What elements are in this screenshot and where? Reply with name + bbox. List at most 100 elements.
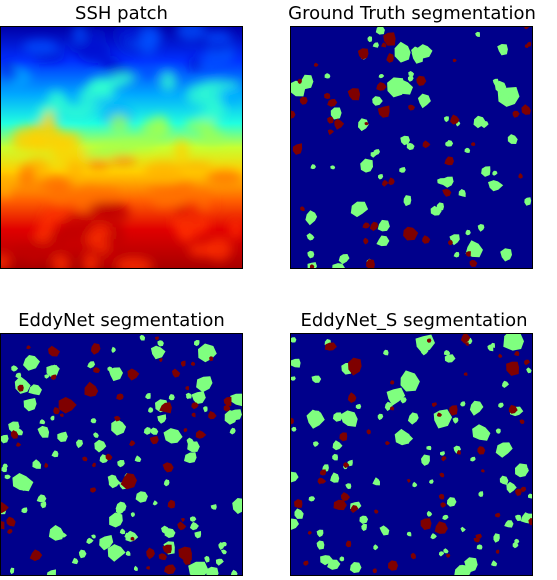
- anticyclonic-eddy: [398, 433, 411, 444]
- cyclonic-eddy: [410, 552, 416, 560]
- cyclonic-eddy: [183, 428, 188, 433]
- anticyclonic-eddy: [194, 531, 202, 539]
- cyclonic-eddy: [348, 357, 362, 376]
- cyclonic-eddy: [465, 342, 469, 346]
- anticyclonic-eddy: [111, 346, 116, 353]
- cyclonic-eddy: [388, 177, 395, 186]
- ground-truth-segmentation-image: [291, 27, 532, 268]
- anticyclonic-eddy: [150, 427, 159, 435]
- anticyclonic-eddy: [493, 533, 500, 543]
- anticyclonic-eddy: [157, 414, 167, 424]
- cyclonic-eddy: [164, 564, 176, 575]
- cyclonic-eddy: [512, 110, 520, 118]
- cyclonic-eddy: [50, 374, 57, 381]
- anticyclonic-eddy: [135, 491, 148, 503]
- anticyclonic-eddy: [188, 561, 209, 575]
- cyclonic-eddy: [441, 456, 447, 462]
- cyclonic-eddy: [319, 469, 327, 476]
- anticyclonic-eddy: [349, 562, 362, 573]
- anticyclonic-eddy: [394, 41, 411, 63]
- cyclonic-eddy: [10, 430, 19, 439]
- anticyclonic-eddy: [332, 412, 343, 422]
- anticyclonic-eddy: [188, 452, 194, 459]
- cyclonic-eddy: [357, 48, 369, 60]
- anticyclonic-eddy: [350, 201, 369, 218]
- cyclonic-eddy: [84, 381, 99, 397]
- anticyclonic-eddy: [367, 36, 373, 43]
- anticyclonic-eddy: [191, 391, 206, 404]
- cyclonic-eddy: [445, 553, 451, 558]
- anticyclonic-eddy: [499, 475, 509, 485]
- anticyclonic-eddy: [481, 166, 491, 177]
- anticyclonic-eddy: [125, 530, 139, 542]
- cyclonic-eddy: [374, 509, 379, 514]
- cyclonic-eddy: [114, 415, 121, 422]
- anticyclonic-eddy: [524, 197, 532, 206]
- cyclonic-eddy: [471, 142, 476, 146]
- anticyclonic-eddy: [495, 428, 501, 434]
- anticyclonic-eddy: [134, 565, 138, 571]
- cyclonic-eddy: [171, 368, 181, 378]
- cyclonic-eddy: [390, 380, 395, 385]
- cyclonic-eddy: [327, 98, 338, 107]
- cyclonic-eddy: [185, 386, 189, 391]
- cyclonic-eddy: [303, 560, 309, 566]
- anticyclonic-eddy: [125, 550, 131, 556]
- anticyclonic-eddy: [442, 176, 454, 188]
- cyclonic-eddy: [524, 359, 530, 366]
- anticyclonic-eddy: [224, 410, 237, 425]
- anticyclonic-eddy: [375, 27, 385, 35]
- anticyclonic-eddy: [330, 165, 336, 170]
- cyclonic-eddy: [460, 334, 471, 344]
- cyclonic-eddy: [416, 75, 427, 86]
- cyclonic-eddy: [524, 27, 530, 30]
- anticyclonic-eddy: [28, 384, 42, 396]
- anticyclonic-eddy: [187, 441, 200, 452]
- anticyclonic-eddy: [377, 219, 390, 232]
- cyclonic-eddy: [313, 62, 319, 67]
- cyclonic-eddy: [434, 521, 448, 534]
- eddynet-s-segmentation-image: [291, 334, 532, 575]
- anticyclonic-eddy: [372, 42, 379, 48]
- anticyclonic-eddy: [332, 453, 338, 461]
- anticyclonic-eddy: [473, 115, 486, 129]
- cyclonic-eddy: [383, 32, 396, 46]
- anticyclonic-eddy: [215, 558, 224, 566]
- anticyclonic-eddy: [355, 403, 362, 409]
- anticyclonic-eddy: [372, 96, 383, 106]
- anticyclonic-eddy: [492, 170, 498, 176]
- cyclonic-eddy: [191, 402, 199, 410]
- anticyclonic-eddy: [379, 525, 390, 536]
- anticyclonic-eddy: [310, 164, 316, 170]
- anticyclonic-eddy: [383, 349, 389, 356]
- anticyclonic-eddy: [399, 167, 406, 173]
- anticyclonic-eddy: [507, 134, 518, 144]
- anticyclonic-eddy: [163, 479, 170, 487]
- anticyclonic-eddy: [291, 358, 301, 368]
- cyclonic-eddy: [1, 501, 9, 514]
- anticyclonic-eddy: [373, 544, 379, 551]
- cyclonic-eddy: [442, 188, 452, 197]
- cyclonic-eddy: [291, 417, 294, 425]
- anticyclonic-eddy: [407, 412, 419, 425]
- anticyclonic-eddy: [426, 445, 432, 451]
- panel-eddynet-s: [290, 333, 533, 576]
- cyclonic-eddy: [6, 516, 16, 527]
- cyclonic-eddy: [347, 88, 361, 101]
- cyclonic-eddy: [520, 486, 527, 493]
- cyclonic-eddy: [299, 96, 308, 105]
- cyclonic-eddy: [506, 361, 519, 376]
- anticyclonic-eddy: [15, 372, 22, 379]
- anticyclonic-eddy: [306, 233, 315, 241]
- anticyclonic-eddy: [345, 483, 352, 489]
- cyclonic-eddy: [403, 226, 419, 241]
- anticyclonic-eddy: [395, 79, 413, 95]
- anticyclonic-eddy: [306, 409, 325, 429]
- anticyclonic-eddy: [407, 75, 414, 82]
- anticyclonic-eddy: [417, 93, 431, 109]
- anticyclonic-eddy: [339, 556, 345, 562]
- cyclonic-eddy: [475, 533, 482, 539]
- anticyclonic-eddy: [23, 398, 37, 412]
- cyclonic-eddy: [307, 531, 312, 535]
- anticyclonic-eddy: [185, 392, 192, 399]
